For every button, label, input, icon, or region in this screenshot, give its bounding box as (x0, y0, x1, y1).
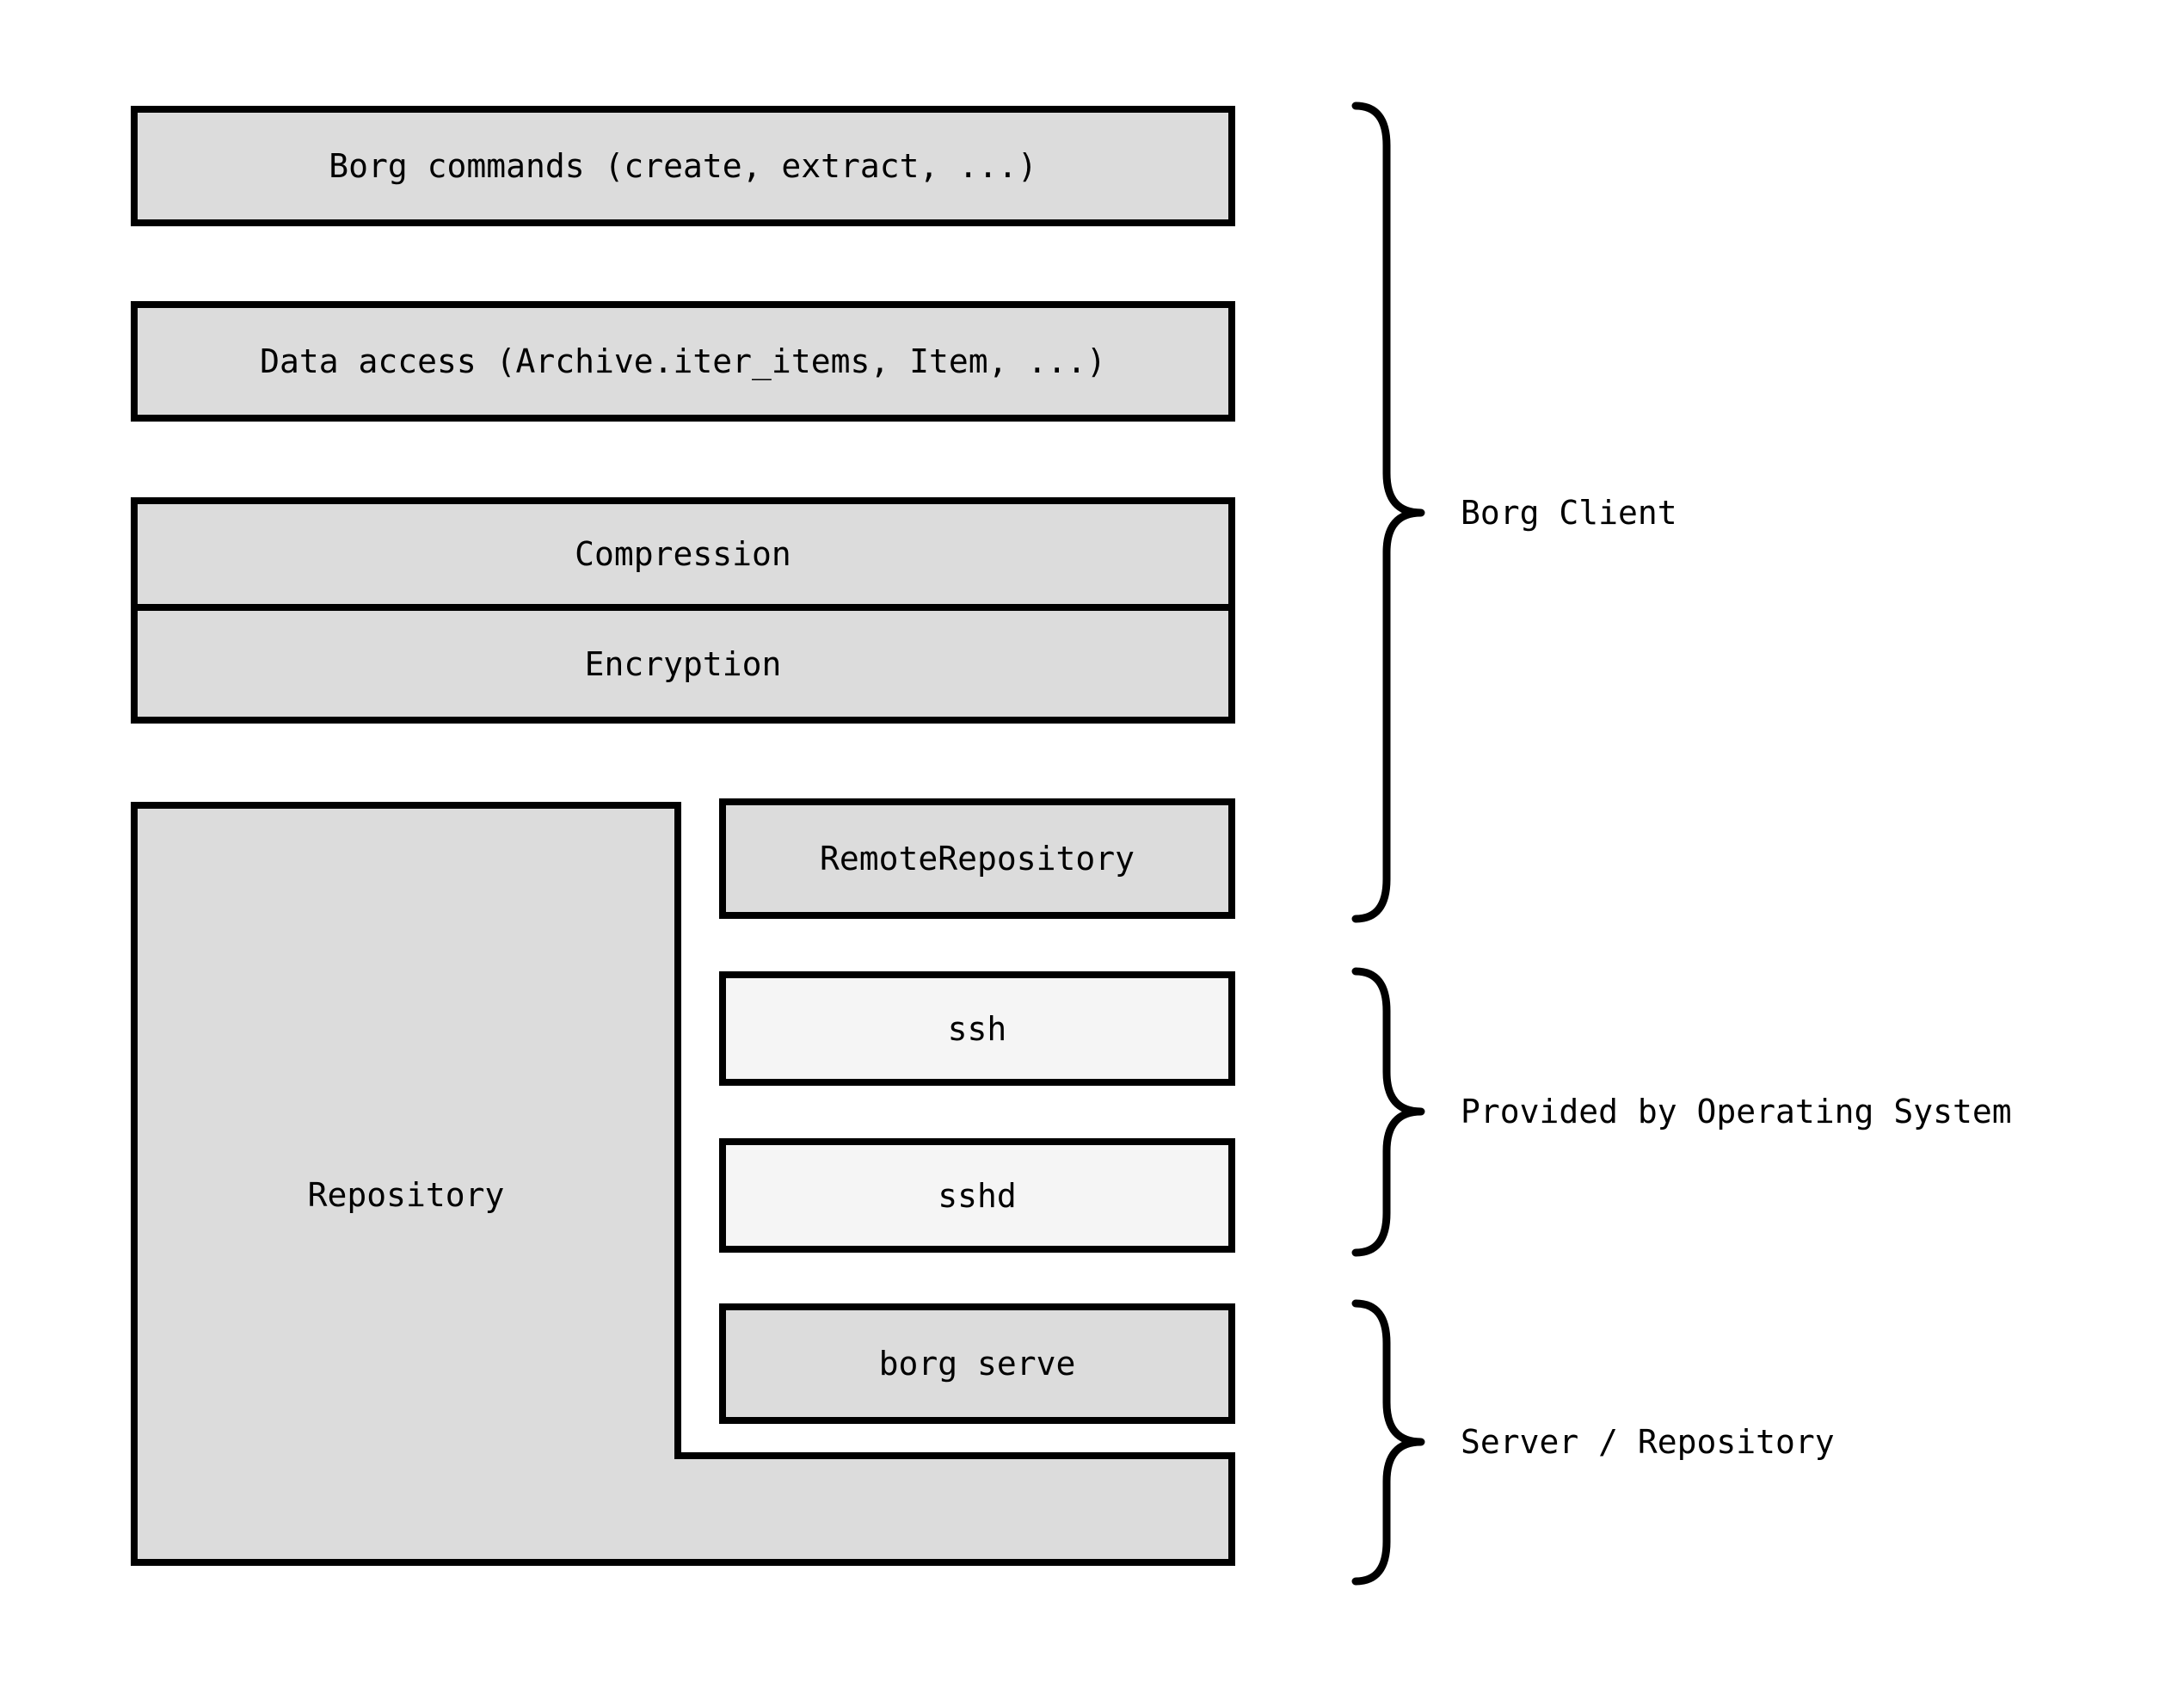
encryption-box: Encryption (131, 604, 1235, 724)
sshd-box: sshd (719, 1138, 1235, 1253)
repository-box-shape (131, 802, 1235, 1566)
sshd-label: sshd (938, 1176, 1017, 1215)
borg-commands-box: Borg commands (create, extract, ...) (131, 106, 1235, 226)
borg-serve-label: borg serve (878, 1345, 1076, 1383)
remote-repository-box: RemoteRepository (719, 798, 1235, 919)
data-access-box: Data access (Archive.iter_items, Item, .… (131, 301, 1235, 422)
borg-serve-box: borg serve (719, 1303, 1235, 1424)
compression-box: Compression (131, 497, 1235, 611)
server-repository-brace-icon (1351, 1299, 1425, 1586)
ssh-box: ssh (719, 971, 1235, 1086)
server-repository-brace-label: Server / Repository (1461, 1423, 1835, 1461)
borg-commands-label: Borg commands (create, extract, ...) (329, 147, 1037, 185)
borg-client-brace-icon (1351, 102, 1425, 923)
provided-by-os-brace-label: Provided by Operating System (1461, 1093, 2012, 1130)
data-access-label: Data access (Archive.iter_items, Item, .… (260, 342, 1106, 380)
remote-repository-label: RemoteRepository (819, 840, 1135, 878)
ssh-label: ssh (947, 1009, 1007, 1048)
encryption-label: Encryption (584, 644, 782, 683)
compression-label: Compression (575, 535, 791, 573)
repository-label: Repository (307, 1176, 505, 1214)
borg-client-brace-label: Borg Client (1461, 494, 1677, 532)
provided-by-os-brace-icon (1351, 967, 1425, 1257)
